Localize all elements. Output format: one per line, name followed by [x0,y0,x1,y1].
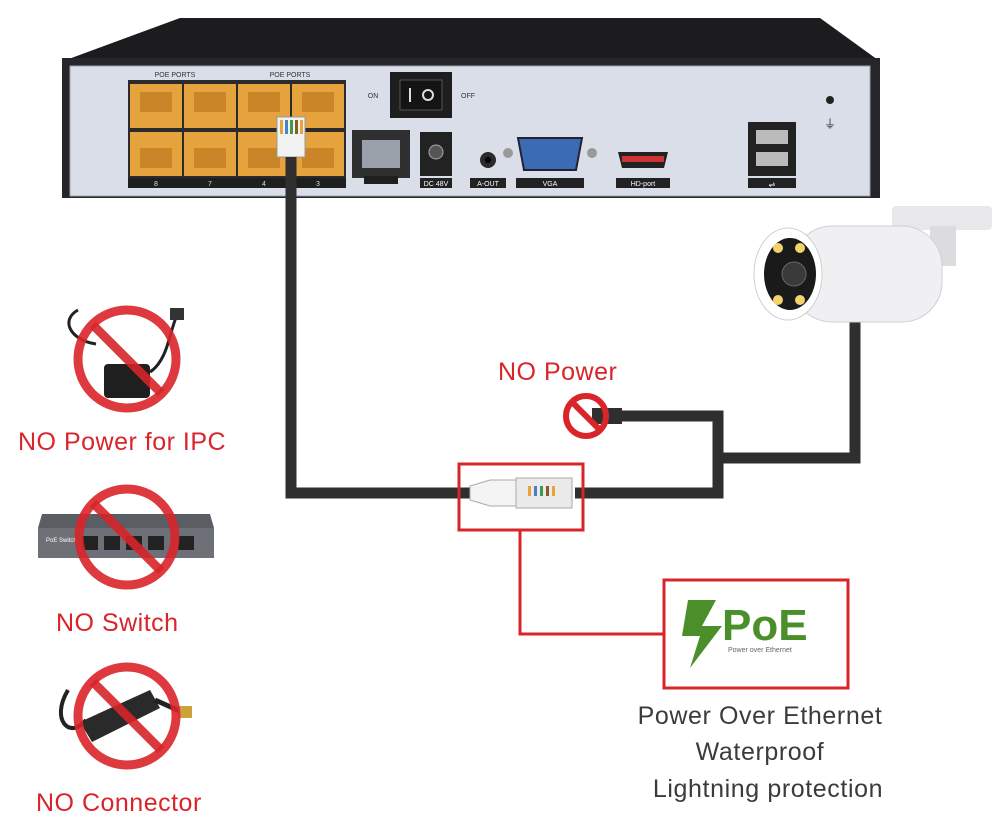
no-power-for-ipc-label: NO Power for IPC [18,428,227,456]
ethernet-cable-nvr [285,157,475,499]
no-connector-label: NO Connector [36,789,202,817]
switch-off-label: OFF [461,93,475,100]
camera-pigtail-cable [718,320,861,464]
hdport-label: HD-port [631,181,656,188]
aout-label: A-OUT [477,181,500,188]
port-number-1: 8 [154,181,158,188]
nvr-recorder: POE PORTS POE PORTS 8 7 4 3 ON OFF DC 48… [62,18,880,198]
poe-logo-text: PoE [722,601,808,650]
switch-on-label: ON [368,93,379,100]
no-power-prohibit-icon [563,393,609,439]
ground-icon: ⏚ [824,117,836,131]
svg-text:⇌: ⇌ [769,180,776,189]
poe-ports-label-left: POE PORTS [155,72,196,79]
vga-label: VGA [543,181,558,188]
no-switch-label: NO Switch [56,609,179,637]
poe-port-block [128,80,346,188]
usb-ports: ⇌ [748,122,796,189]
hdmi-port [616,152,670,188]
callout-line [518,530,664,636]
feature-waterproof: Waterproof [695,738,825,766]
screw-icon [826,96,834,104]
rj45-coupler [469,477,573,509]
no-adapter-prohibit-icon [73,305,181,413]
vga-port [503,137,597,188]
power-rocker-switch [390,72,452,118]
feature-lightning-protection: Lightning protection [652,775,884,803]
port-number-4: 3 [316,181,320,188]
poe-lightning-icon [682,600,722,668]
no-power-label: NO Power [498,358,618,386]
poe-ports-label-right: POE PORTS [270,72,311,79]
poe-logo-subtext: Power over Ethernet [728,647,792,654]
audio-out-jack [470,152,506,188]
dc-power-jack [420,132,452,188]
feature-power-over-ethernet: Power Over Ethernet [637,702,883,730]
rj45-plug-nvr [276,116,306,158]
port-number-2: 7 [208,181,212,188]
ip-camera [753,206,992,323]
no-switch-prohibit-icon [74,484,180,590]
no-connector-prohibit-icon [73,662,181,770]
dc-label: DC 48V [424,181,449,188]
switch-brand-text: PoE Switch [46,538,77,544]
lan-port [352,130,410,184]
port-number-3: 4 [262,181,266,188]
